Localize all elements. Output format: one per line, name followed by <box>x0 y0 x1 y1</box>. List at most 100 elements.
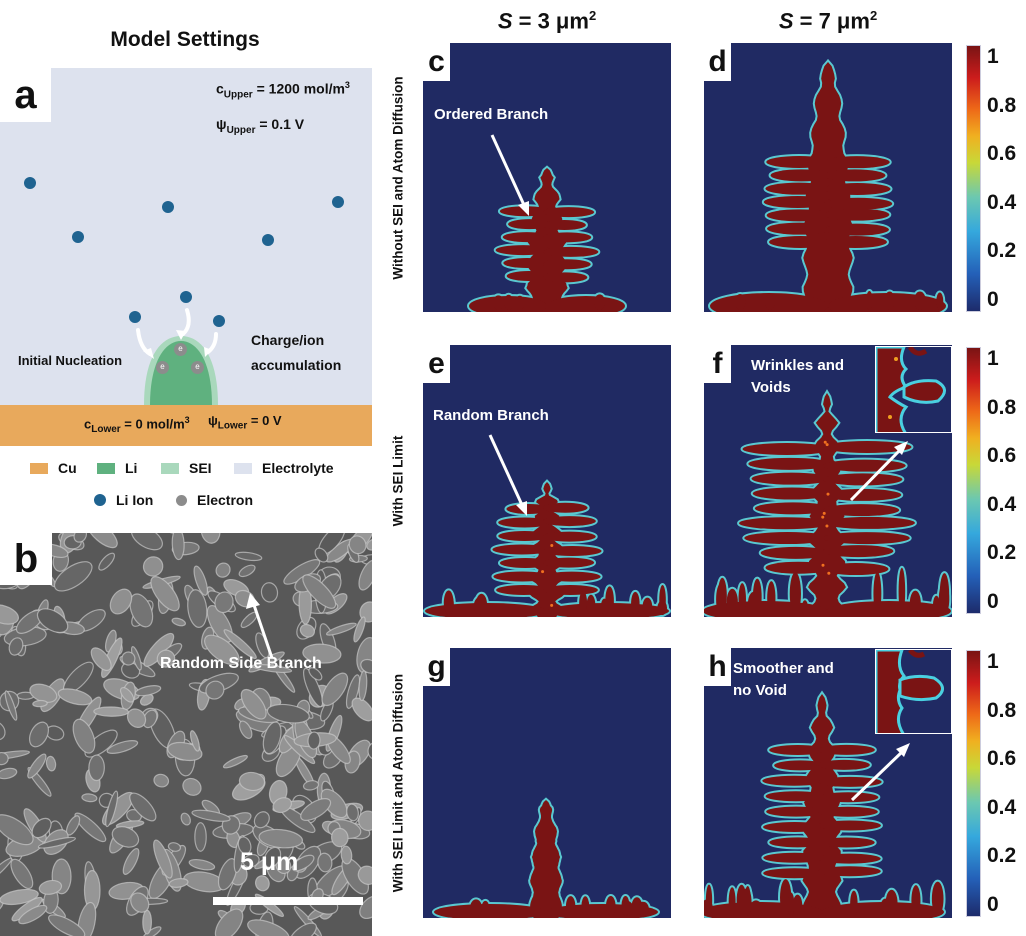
sem-grain <box>188 858 216 871</box>
sem-grain <box>205 680 225 700</box>
li-ion <box>162 201 174 213</box>
sem-grain <box>238 771 266 792</box>
sem-grain <box>237 836 252 855</box>
sem-grain <box>266 703 310 724</box>
sem-grain <box>164 533 182 534</box>
simulation-panel-f: f Wrinkles and Voids <box>704 345 952 617</box>
sem-grain <box>105 790 119 828</box>
dendrite-body <box>434 800 658 918</box>
sem-image-panel: b Random Side Branch 5 μm <box>0 533 372 936</box>
sem-grain <box>291 854 315 872</box>
sem-grain <box>223 629 257 660</box>
inset-pointer-arrow-h <box>850 743 910 802</box>
smoother-no-void-label-2: no Void <box>733 682 787 699</box>
sem-grain <box>357 810 372 832</box>
colorbar-tick-label: 0.8 <box>987 93 1017 117</box>
sem-grain <box>358 670 368 702</box>
lower-potential: ψLower = 0 V <box>208 413 282 432</box>
sem-grain <box>130 892 150 913</box>
zoom-inset-h <box>875 649 952 734</box>
void-dot <box>821 563 825 567</box>
panel-label-f: f <box>704 345 731 383</box>
sem-grain <box>8 637 24 656</box>
zoom-inset-f <box>875 346 952 433</box>
panel-label-b: b <box>0 533 52 585</box>
legend-electrolyte: Electrolyte <box>234 460 334 476</box>
colorbar-tick-label: 1 <box>987 347 999 371</box>
sem-grain <box>300 798 332 821</box>
electron-icon: e <box>156 361 169 374</box>
sem-grain <box>182 777 202 796</box>
colorbar-tick-label: 0.6 <box>987 747 1017 771</box>
simulation-panel-h: h Smoother and no Void <box>704 648 952 918</box>
charge-accumulation-label-2: accumulation <box>251 357 342 373</box>
sem-grain <box>359 895 372 920</box>
sem-grain <box>260 582 279 603</box>
panel-label-g: g <box>423 648 450 686</box>
sem-grain <box>340 845 353 865</box>
upper-potential: ψUpper = 0.1 V <box>216 116 305 136</box>
sem-grain <box>238 720 253 740</box>
li-nucleus <box>150 341 212 405</box>
void-dot <box>822 511 826 515</box>
sem-grain <box>73 533 88 543</box>
li-ion <box>262 234 274 246</box>
sem-grain <box>238 564 256 578</box>
void-dot <box>827 571 831 575</box>
sem-grain <box>302 780 320 791</box>
ordered-branch-label: Ordered Branch <box>434 106 549 123</box>
sem-grain <box>330 827 349 848</box>
li-ion <box>24 177 36 189</box>
dendrite-g <box>432 797 660 918</box>
sem-grain <box>153 839 173 879</box>
void-dot <box>550 603 554 607</box>
dendrite-d <box>708 58 948 312</box>
sem-grain <box>142 556 164 577</box>
sem-grain <box>74 812 107 843</box>
random-branch-arrow <box>488 434 527 516</box>
panel-label-h: h <box>704 648 731 686</box>
dendrite-body <box>704 694 944 918</box>
sem-grain <box>204 634 240 666</box>
panel-label-c: c <box>423 43 450 81</box>
sem-grain <box>0 604 19 625</box>
random-branch-label: Random Branch <box>433 407 549 424</box>
sem-grain <box>289 922 317 936</box>
void-dot <box>550 544 554 548</box>
colorbar-tick-label: 0.6 <box>987 142 1017 166</box>
sem-grain <box>4 690 18 721</box>
li-ions <box>24 177 344 327</box>
panel-label-a: a <box>0 68 51 122</box>
li-ion <box>129 311 141 323</box>
sem-grain <box>57 688 93 706</box>
sem-grain <box>32 699 48 708</box>
row-label-sei-diffusion: With SEI Limit and Atom Diffusion <box>390 673 406 893</box>
sem-grain <box>180 812 191 826</box>
sem-grain <box>36 608 69 634</box>
sem-grain <box>258 828 304 849</box>
sem-grain <box>194 822 207 852</box>
sem-grain <box>109 588 133 615</box>
colorbar-tick-label: 0.6 <box>987 444 1017 468</box>
li-ion <box>332 196 344 208</box>
colorbar-tick-label: 0.2 <box>987 239 1017 263</box>
wrinkles-voids-label-1: Wrinkles and <box>751 357 845 374</box>
li-ion <box>180 291 192 303</box>
sei-swatch <box>161 462 179 474</box>
sem-grain <box>254 875 270 892</box>
colorbar-row3 <box>966 650 981 917</box>
model-settings-panel: a cUpper = 1200 mol/m3 ψUpper = 0.1 V In… <box>0 68 372 446</box>
legend-cu: Cu <box>30 460 77 476</box>
legend-electron: Electron <box>176 492 253 508</box>
sem-grain <box>18 904 48 925</box>
legend-li: Li <box>97 460 137 476</box>
dendrite-body <box>469 168 625 312</box>
electron-icon: e <box>191 361 204 374</box>
side-branch-arrow <box>246 593 274 659</box>
sem-grain <box>150 576 180 612</box>
li-ion-icon <box>94 494 106 506</box>
sem-grain <box>358 559 372 591</box>
sem-grain <box>129 792 157 822</box>
sem-grain <box>88 754 105 782</box>
row-label-sei-limit: With SEI Limit <box>390 435 406 527</box>
